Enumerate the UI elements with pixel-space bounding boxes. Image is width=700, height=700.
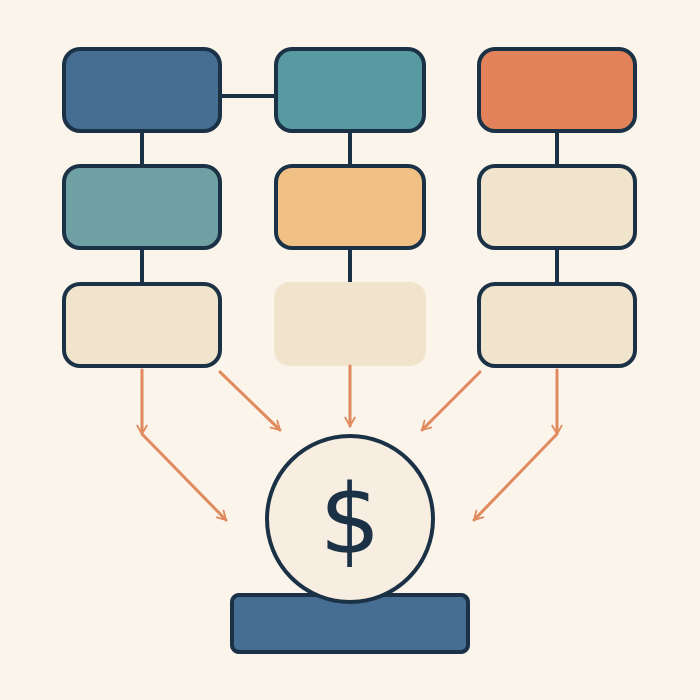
arrow-col3-diagonal-long xyxy=(472,432,559,522)
box-col1-row2 xyxy=(62,164,222,250)
dollar-coin-icon: $ xyxy=(265,434,435,604)
box-col2-row3 xyxy=(274,282,426,366)
box-col3-row2 xyxy=(477,164,637,250)
box-col3-row1 xyxy=(477,47,637,133)
box-col1-row3 xyxy=(62,282,222,368)
box-col1-row1 xyxy=(62,47,222,133)
box-col3-row3 xyxy=(477,282,637,368)
arrow-group xyxy=(136,364,563,522)
box-col2-row1 xyxy=(274,47,426,133)
dollar-symbol: $ xyxy=(319,464,380,576)
box-grid xyxy=(62,47,637,368)
arrow-col1-diagonal-short xyxy=(218,370,282,432)
arrow-col3-diagonal-short xyxy=(420,370,482,432)
box-col2-row2 xyxy=(274,164,426,250)
coin-circle xyxy=(265,434,435,604)
arrow-col1-diagonal-long xyxy=(140,432,228,522)
